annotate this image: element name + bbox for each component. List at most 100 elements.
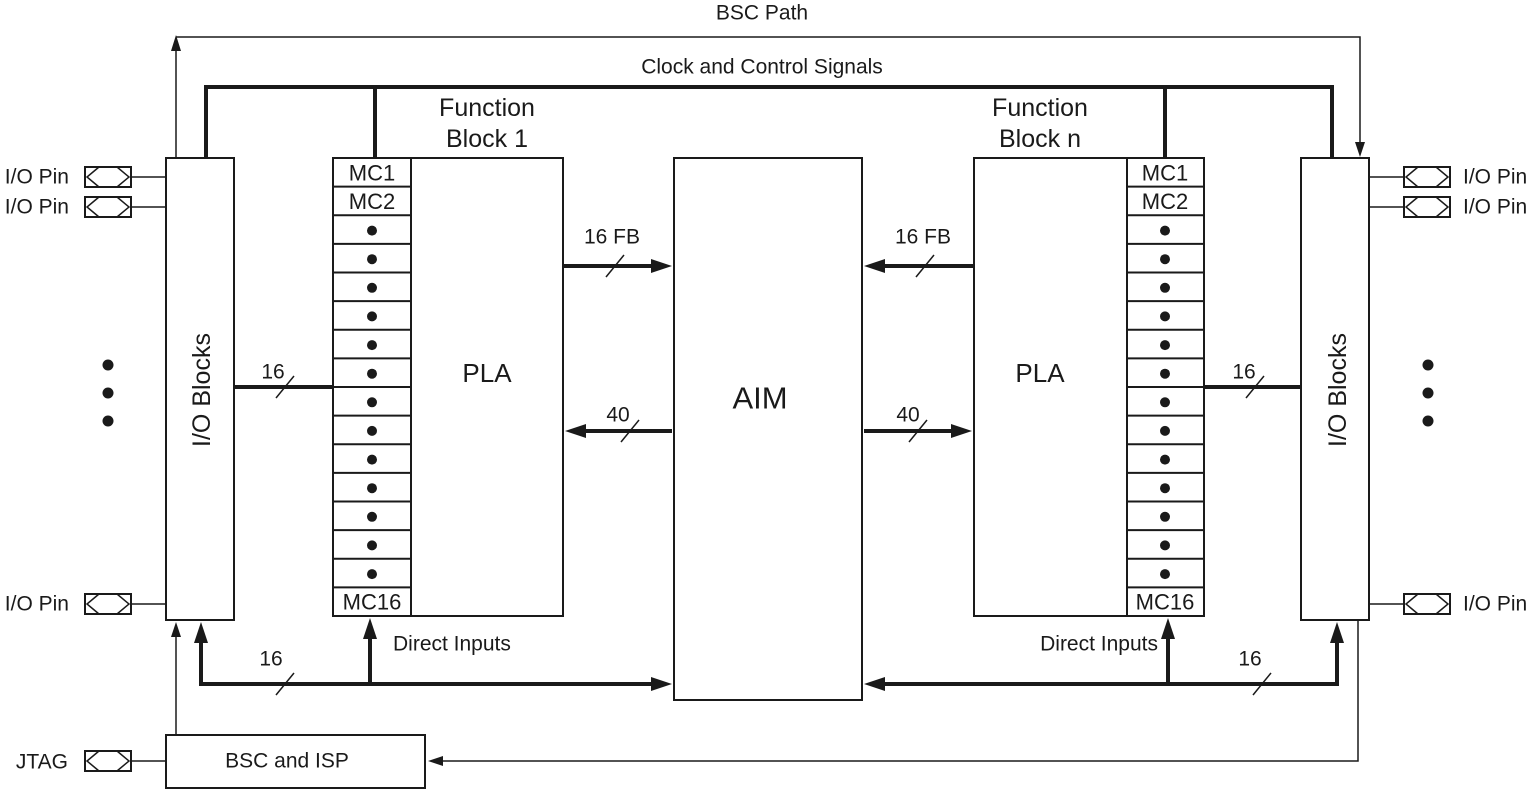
- io-blocks-left: I/O Blocks: [165, 157, 235, 621]
- function-block-title: Function: [992, 94, 1088, 122]
- io-pin-label: I/O Pin: [1463, 593, 1527, 616]
- bus-width-slash: [915, 254, 935, 278]
- right-io-pins: I/O Pin I/O Pin I/O Pin: [1369, 166, 1527, 616]
- bsc-path-up-arrowhead: [171, 35, 181, 51]
- direct-to-fb-arrowhead: [363, 618, 377, 639]
- bus-width-slash: [605, 254, 625, 278]
- aim-block: AIM: [673, 157, 863, 701]
- io-pin-pad: [84, 593, 132, 615]
- macrocell-ellipsis-dots: [367, 225, 377, 580]
- bsc-path-label: BSC Path: [716, 2, 808, 25]
- bus-width-label: 16: [1238, 648, 1261, 671]
- ellipsis-dot: [102, 415, 114, 427]
- io-pin-label: I/O Pin: [1463, 196, 1527, 219]
- macrocell-dot: [367, 483, 377, 494]
- bus-width-slash: [275, 375, 295, 399]
- macrocell-dot: [1160, 368, 1170, 379]
- bsc-isp-label: BSC and ISP: [225, 750, 349, 773]
- bsc-to-io-arrowhead: [171, 622, 181, 637]
- left-direct-inputs-bus: 16 Direct Inputs: [194, 618, 672, 696]
- io-pin-pad-mark: [85, 196, 100, 218]
- function-block-1: Function Block 1 MC1 MC2: [332, 94, 564, 617]
- io-pin-label: I/O Pin: [1463, 166, 1527, 189]
- function-block-title: Block n: [999, 125, 1081, 153]
- io-to-bsc-return-line: [442, 620, 1359, 762]
- bus-width-label: 40: [896, 404, 919, 427]
- io-pin-pad-mark: [85, 166, 100, 188]
- direct-to-fb-arrowhead: [1161, 618, 1175, 639]
- io-blocks-right: I/O Blocks: [1300, 157, 1370, 621]
- left-io-to-fb-bus: 16: [234, 361, 333, 399]
- aim-to-fb-arrowhead: [951, 424, 972, 438]
- function-block-n: Function Block n MC1 MC2: [973, 94, 1205, 617]
- direct-inputs-label: Direct Inputs: [393, 633, 511, 656]
- clock-control-signals: Clock and Control Signals: [204, 56, 1334, 158]
- fb-to-aim-arrowhead: [864, 259, 885, 273]
- macrocell-dot: [367, 311, 377, 322]
- right-fb-to-aim-bus: 16 FB: [864, 226, 974, 278]
- direct-inputs-bus-line: [199, 638, 652, 686]
- macrocell-dot: [367, 368, 377, 379]
- left-io-pins: I/O Pin I/O Pin I/O Pin: [5, 166, 166, 616]
- macrocell-dot: [1160, 569, 1170, 580]
- function-block-title: Block 1: [446, 125, 528, 153]
- bus-width-label: 40: [606, 404, 629, 427]
- io-pin-label: I/O Pin: [5, 166, 69, 189]
- io-pin-pad-mark: [116, 166, 131, 188]
- io-pin-pad-mark: [1435, 593, 1450, 615]
- right-direct-inputs-bus: 16 Direct Inputs: [864, 618, 1344, 696]
- jtag-pin-pad-mark: [85, 750, 100, 772]
- macrocell-dot: [367, 425, 377, 436]
- fb-to-aim-arrowhead: [651, 259, 672, 273]
- io-pin-pad: [84, 196, 132, 218]
- macrocell-dot: [1160, 254, 1170, 265]
- macrocell-label: MC16: [1136, 590, 1195, 615]
- jtag-pin-pad-mark: [116, 750, 131, 772]
- io-pin-pad: [1403, 593, 1451, 615]
- direct-to-io-arrowhead: [194, 622, 208, 643]
- macrocell-dot: [1160, 340, 1170, 351]
- bus-width-slash: [1245, 375, 1265, 399]
- io-pin-pad-mark: [1404, 593, 1419, 615]
- io-to-bsc-arrowhead: [428, 756, 443, 766]
- aim-to-fb-arrowhead: [565, 424, 586, 438]
- direct-to-aim-arrowhead: [651, 677, 672, 691]
- bus-width-label: 16: [261, 361, 284, 384]
- bus-width-label: 16: [259, 648, 282, 671]
- pla-label: PLA: [1015, 358, 1065, 388]
- io-pin-pad-mark: [116, 593, 131, 615]
- macrocell-dot: [367, 569, 377, 580]
- direct-inputs-label: Direct Inputs: [1040, 633, 1158, 656]
- macrocell-dot: [1160, 454, 1170, 465]
- bus-width-label: 16 FB: [895, 226, 951, 249]
- bus-width-slash: [1252, 672, 1272, 696]
- macrocell-dot: [1160, 225, 1170, 236]
- io-pin-pad-mark: [1404, 196, 1419, 218]
- direct-inputs-bus-line: [885, 638, 1339, 686]
- bus-width-slash: [275, 672, 295, 696]
- ellipsis-dot: [102, 387, 114, 399]
- aim-label: AIM: [732, 381, 787, 416]
- macrocell-dot: [367, 340, 377, 351]
- macrocell-dot: [367, 511, 377, 522]
- function-block-title: Function: [439, 94, 535, 122]
- macrocell-dot: [367, 254, 377, 265]
- macrocell-dot: [1160, 282, 1170, 293]
- macrocell-dot: [367, 397, 377, 408]
- io-pin-label: I/O Pin: [5, 196, 69, 219]
- direct-to-aim-arrowhead: [864, 677, 885, 691]
- macrocell-row-dividers: [333, 185, 411, 589]
- macrocell-dot: [367, 454, 377, 465]
- io-pin-pad: [1403, 166, 1451, 188]
- jtag-label: JTAG: [16, 751, 68, 774]
- direct-to-io-arrowhead: [1330, 622, 1344, 643]
- macrocell-dot: [1160, 397, 1170, 408]
- io-pin-pad: [84, 166, 132, 188]
- io-pin-label: I/O Pin: [5, 593, 69, 616]
- aim-frame: [673, 157, 863, 701]
- io-pin-pad-mark: [1404, 166, 1419, 188]
- macrocell-dot: [1160, 540, 1170, 551]
- macrocell-label: MC2: [349, 189, 395, 214]
- clock-control-label: Clock and Control Signals: [641, 56, 883, 79]
